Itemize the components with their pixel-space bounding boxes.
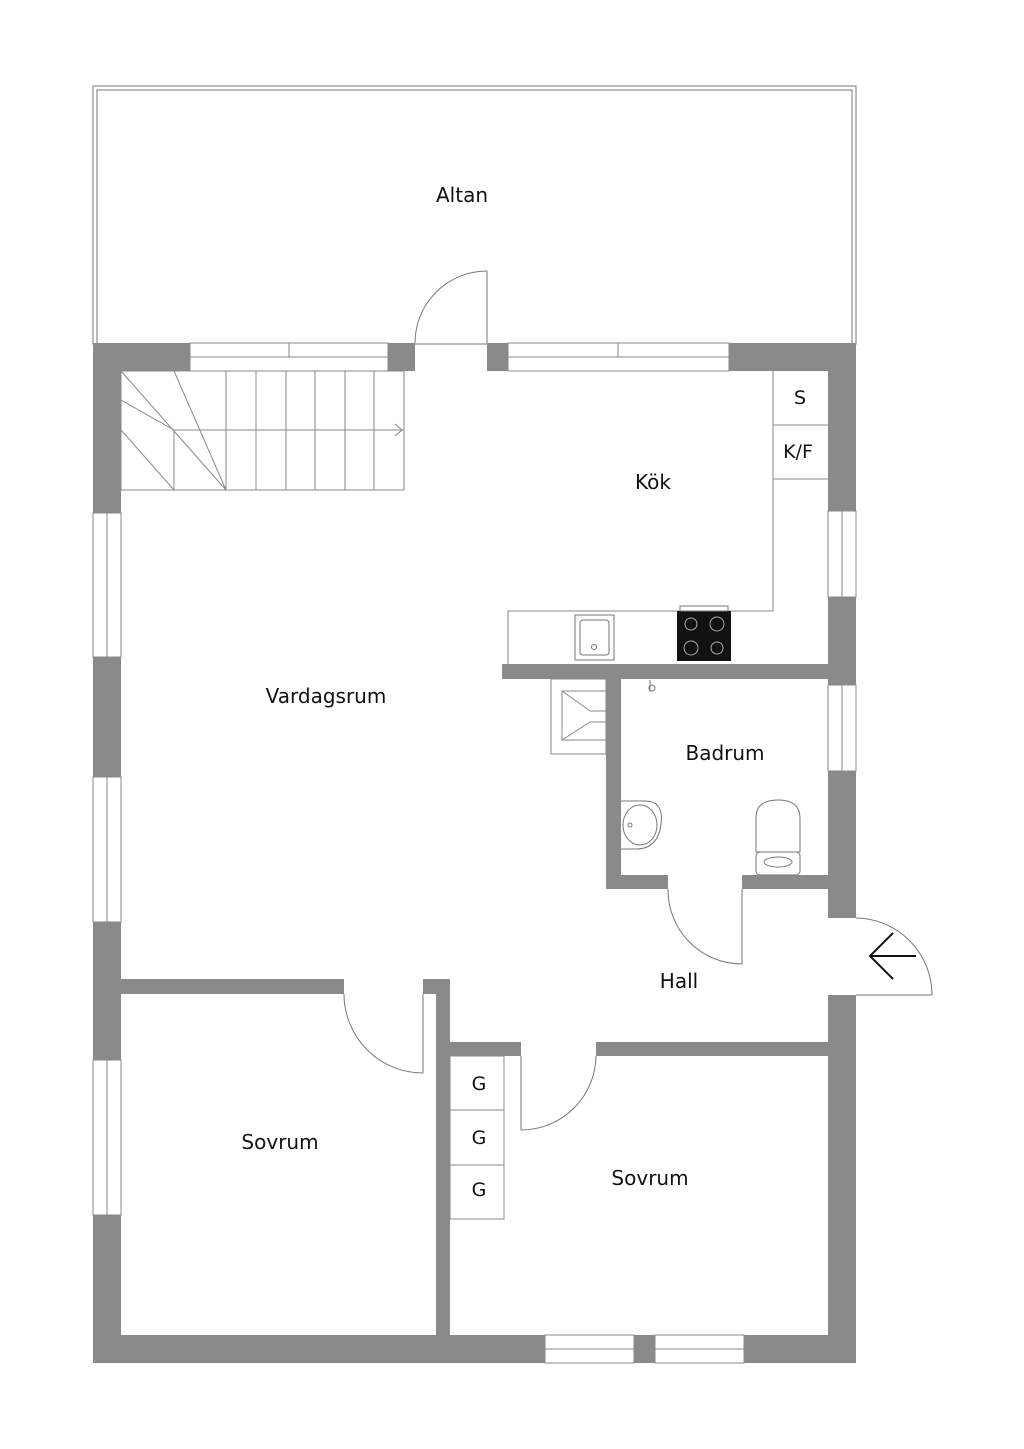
entrance-arrow-icon bbox=[868, 932, 916, 980]
room-label-altan: Altan bbox=[436, 183, 488, 207]
interior-walls bbox=[121, 664, 828, 1335]
kitchen-counter bbox=[507, 371, 828, 664]
door-swing-icon bbox=[343, 270, 933, 1131]
windows bbox=[92, 342, 857, 1364]
stove-icon bbox=[677, 605, 731, 661]
room-label-hall: Hall bbox=[660, 969, 698, 993]
shower-icon bbox=[550, 678, 607, 755]
room-label-sovrum-right: Sovrum bbox=[611, 1166, 688, 1190]
sink-icon bbox=[574, 614, 615, 661]
toilet-icon bbox=[755, 799, 801, 876]
room-label-vardagsrum: Vardagsrum bbox=[266, 684, 387, 708]
room-label-kok: Kök bbox=[635, 470, 671, 494]
wardrobe-label-3: G bbox=[472, 1179, 487, 1201]
fixture-kf-label: K/F bbox=[783, 441, 813, 463]
stair-icon bbox=[120, 370, 405, 491]
altan-outline bbox=[92, 85, 857, 345]
room-label-sovrum-left: Sovrum bbox=[241, 1130, 318, 1154]
washbasin-icon bbox=[621, 800, 662, 850]
wardrobe-label-2: G bbox=[472, 1127, 487, 1149]
wardrobes bbox=[449, 1055, 505, 1220]
tap-icon bbox=[648, 680, 656, 692]
entrance-opening bbox=[828, 918, 856, 995]
wardrobe-label-1: G bbox=[472, 1073, 487, 1095]
fixture-s-label: S bbox=[794, 387, 806, 409]
room-label-badrum: Badrum bbox=[685, 741, 764, 765]
exterior-walls bbox=[93, 343, 856, 1363]
